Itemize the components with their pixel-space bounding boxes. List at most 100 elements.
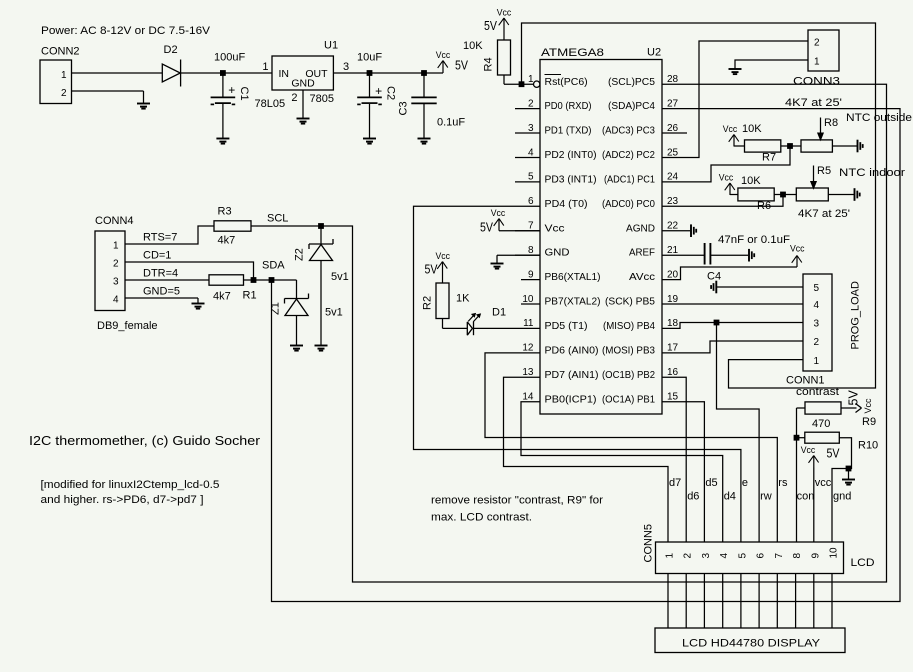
svg-text:PD2 (INT0): PD2 (INT0) (545, 149, 597, 161)
svg-text:19: 19 (667, 294, 679, 305)
svg-text:(SCL)PC5: (SCL)PC5 (608, 76, 655, 88)
svg-text:1: 1 (61, 70, 67, 81)
svg-text:R4: R4 (483, 57, 495, 71)
svg-text:PD1 (TXD): PD1 (TXD) (545, 125, 592, 137)
svg-text:Z1: Z1 (270, 302, 282, 315)
svg-text:GND: GND (545, 247, 570, 259)
svg-text:DB9_female: DB9_female (97, 320, 158, 332)
svg-text:R6: R6 (757, 200, 771, 212)
svg-text:2: 2 (61, 88, 67, 99)
svg-text:D1: D1 (492, 307, 506, 319)
svg-text:Vcc: Vcc (719, 172, 734, 182)
svg-text:AREF: AREF (629, 247, 655, 259)
svg-text:CONN3: CONN3 (793, 76, 840, 88)
svg-text:10: 10 (522, 294, 534, 305)
svg-text:CONN2: CONN2 (41, 46, 80, 58)
svg-text:[modified for linuxI2Ctemp_lcd: [modified for linuxI2Ctemp_lcd-0.5 (41, 479, 220, 491)
svg-text:Vcc: Vcc (436, 50, 451, 60)
svg-text:NTC indoor: NTC indoor (839, 167, 905, 179)
svg-text:GND=5: GND=5 (143, 286, 180, 298)
svg-text:(ADC0) PC0: (ADC0) PC0 (602, 198, 655, 210)
svg-text:1: 1 (665, 553, 676, 559)
svg-text:C3: C3 (398, 101, 410, 115)
svg-text:Vcc: Vcc (435, 251, 450, 261)
svg-text:26: 26 (667, 123, 679, 134)
svg-text:10K: 10K (741, 175, 761, 187)
svg-text:(OC1A) PB1: (OC1A) PB1 (602, 393, 655, 405)
svg-text:LCD: LCD (851, 557, 875, 569)
svg-text:vcc: vcc (815, 477, 832, 489)
svg-text:7: 7 (774, 553, 785, 559)
svg-text:R5: R5 (817, 165, 831, 177)
svg-text:PROG_LOAD: PROG_LOAD (849, 281, 861, 350)
svg-text:(ADC1) PC1: (ADC1) PC1 (604, 174, 655, 186)
svg-text:D2: D2 (164, 44, 178, 56)
svg-text:PD5 (T1): PD5 (T1) (545, 320, 588, 332)
svg-text:100uF: 100uF (214, 52, 245, 64)
svg-text:23: 23 (667, 196, 679, 207)
svg-text:1K: 1K (456, 293, 470, 305)
svg-text:Vcc: Vcc (801, 445, 816, 455)
svg-text:3: 3 (343, 61, 349, 73)
svg-text:Vcc: Vcc (497, 7, 512, 17)
svg-text:R3: R3 (218, 206, 232, 218)
svg-text:11: 11 (523, 318, 534, 329)
svg-text:C2: C2 (385, 86, 397, 100)
svg-text:R10: R10 (858, 440, 878, 452)
svg-text:C1: C1 (238, 87, 250, 101)
svg-text:d6: d6 (687, 491, 699, 503)
svg-text:Vcc: Vcc (545, 222, 565, 234)
svg-text:20: 20 (667, 269, 679, 280)
svg-text:+: + (228, 83, 235, 97)
svg-text:2: 2 (291, 92, 297, 104)
svg-text:PD4 (T0): PD4 (T0) (545, 198, 588, 210)
svg-text:Rst(PC6): Rst(PC6) (545, 76, 588, 88)
svg-text:PD6 (AIN0): PD6 (AIN0) (545, 344, 599, 356)
svg-text:5v1: 5v1 (325, 307, 343, 319)
svg-text:PD0 (RXD): PD0 (RXD) (545, 100, 592, 112)
svg-text:4K7 at 25': 4K7 at 25' (798, 208, 850, 220)
svg-text:d4: d4 (724, 491, 736, 503)
svg-text:R7: R7 (762, 152, 776, 164)
svg-text:3: 3 (701, 553, 712, 559)
svg-text:AVcc: AVcc (629, 271, 655, 283)
svg-text:ATMEGA8: ATMEGA8 (541, 47, 604, 59)
svg-text:(ADC3) PC3: (ADC3) PC3 (602, 125, 655, 137)
svg-text:RTS=7: RTS=7 (143, 232, 177, 244)
svg-text:4: 4 (528, 147, 534, 158)
svg-text:10uF: 10uF (357, 52, 382, 64)
svg-text:10K: 10K (463, 40, 483, 52)
svg-text:PB7(XTAL2): PB7(XTAL2) (545, 296, 601, 308)
svg-text:Vcc: Vcc (790, 244, 805, 254)
svg-text:10K: 10K (742, 123, 762, 135)
svg-text:(OC1B) PB2: (OC1B) PB2 (602, 369, 655, 381)
svg-text:9: 9 (528, 269, 534, 280)
svg-text:13: 13 (522, 367, 534, 378)
svg-text:1: 1 (262, 61, 268, 73)
svg-text:Z2: Z2 (294, 248, 306, 261)
svg-text:CD=1: CD=1 (143, 250, 171, 262)
svg-text:PB0(ICP1): PB0(ICP1) (545, 393, 597, 405)
svg-text:CONN4: CONN4 (95, 215, 134, 227)
svg-text:18: 18 (667, 318, 679, 329)
svg-text:and higher. rs->PD6, d7->pd7 ]: and higher. rs->PD6, d7->pd7 ] (41, 494, 204, 506)
svg-text:25: 25 (667, 147, 679, 158)
svg-text:PB6(XTAL1): PB6(XTAL1) (545, 271, 601, 283)
svg-text:12: 12 (522, 343, 534, 354)
svg-text:5V: 5V (484, 19, 498, 33)
svg-text:17: 17 (667, 343, 679, 354)
svg-text:4: 4 (813, 300, 819, 311)
svg-text:contrast: contrast (796, 386, 839, 398)
svg-text:5: 5 (737, 553, 748, 559)
svg-text:0.1uF: 0.1uF (437, 117, 465, 129)
svg-text:28: 28 (667, 74, 679, 85)
svg-text:(SCK) PB5: (SCK) PB5 (605, 296, 655, 308)
svg-text:1: 1 (113, 241, 119, 252)
svg-text:U1: U1 (324, 40, 338, 52)
svg-text:U2: U2 (647, 47, 661, 59)
svg-text:PD3 (INT1): PD3 (INT1) (545, 174, 597, 186)
svg-text:4: 4 (113, 295, 119, 306)
svg-text:Vcc: Vcc (491, 208, 506, 218)
svg-text:2: 2 (814, 38, 820, 49)
svg-text:GND: GND (291, 78, 315, 90)
